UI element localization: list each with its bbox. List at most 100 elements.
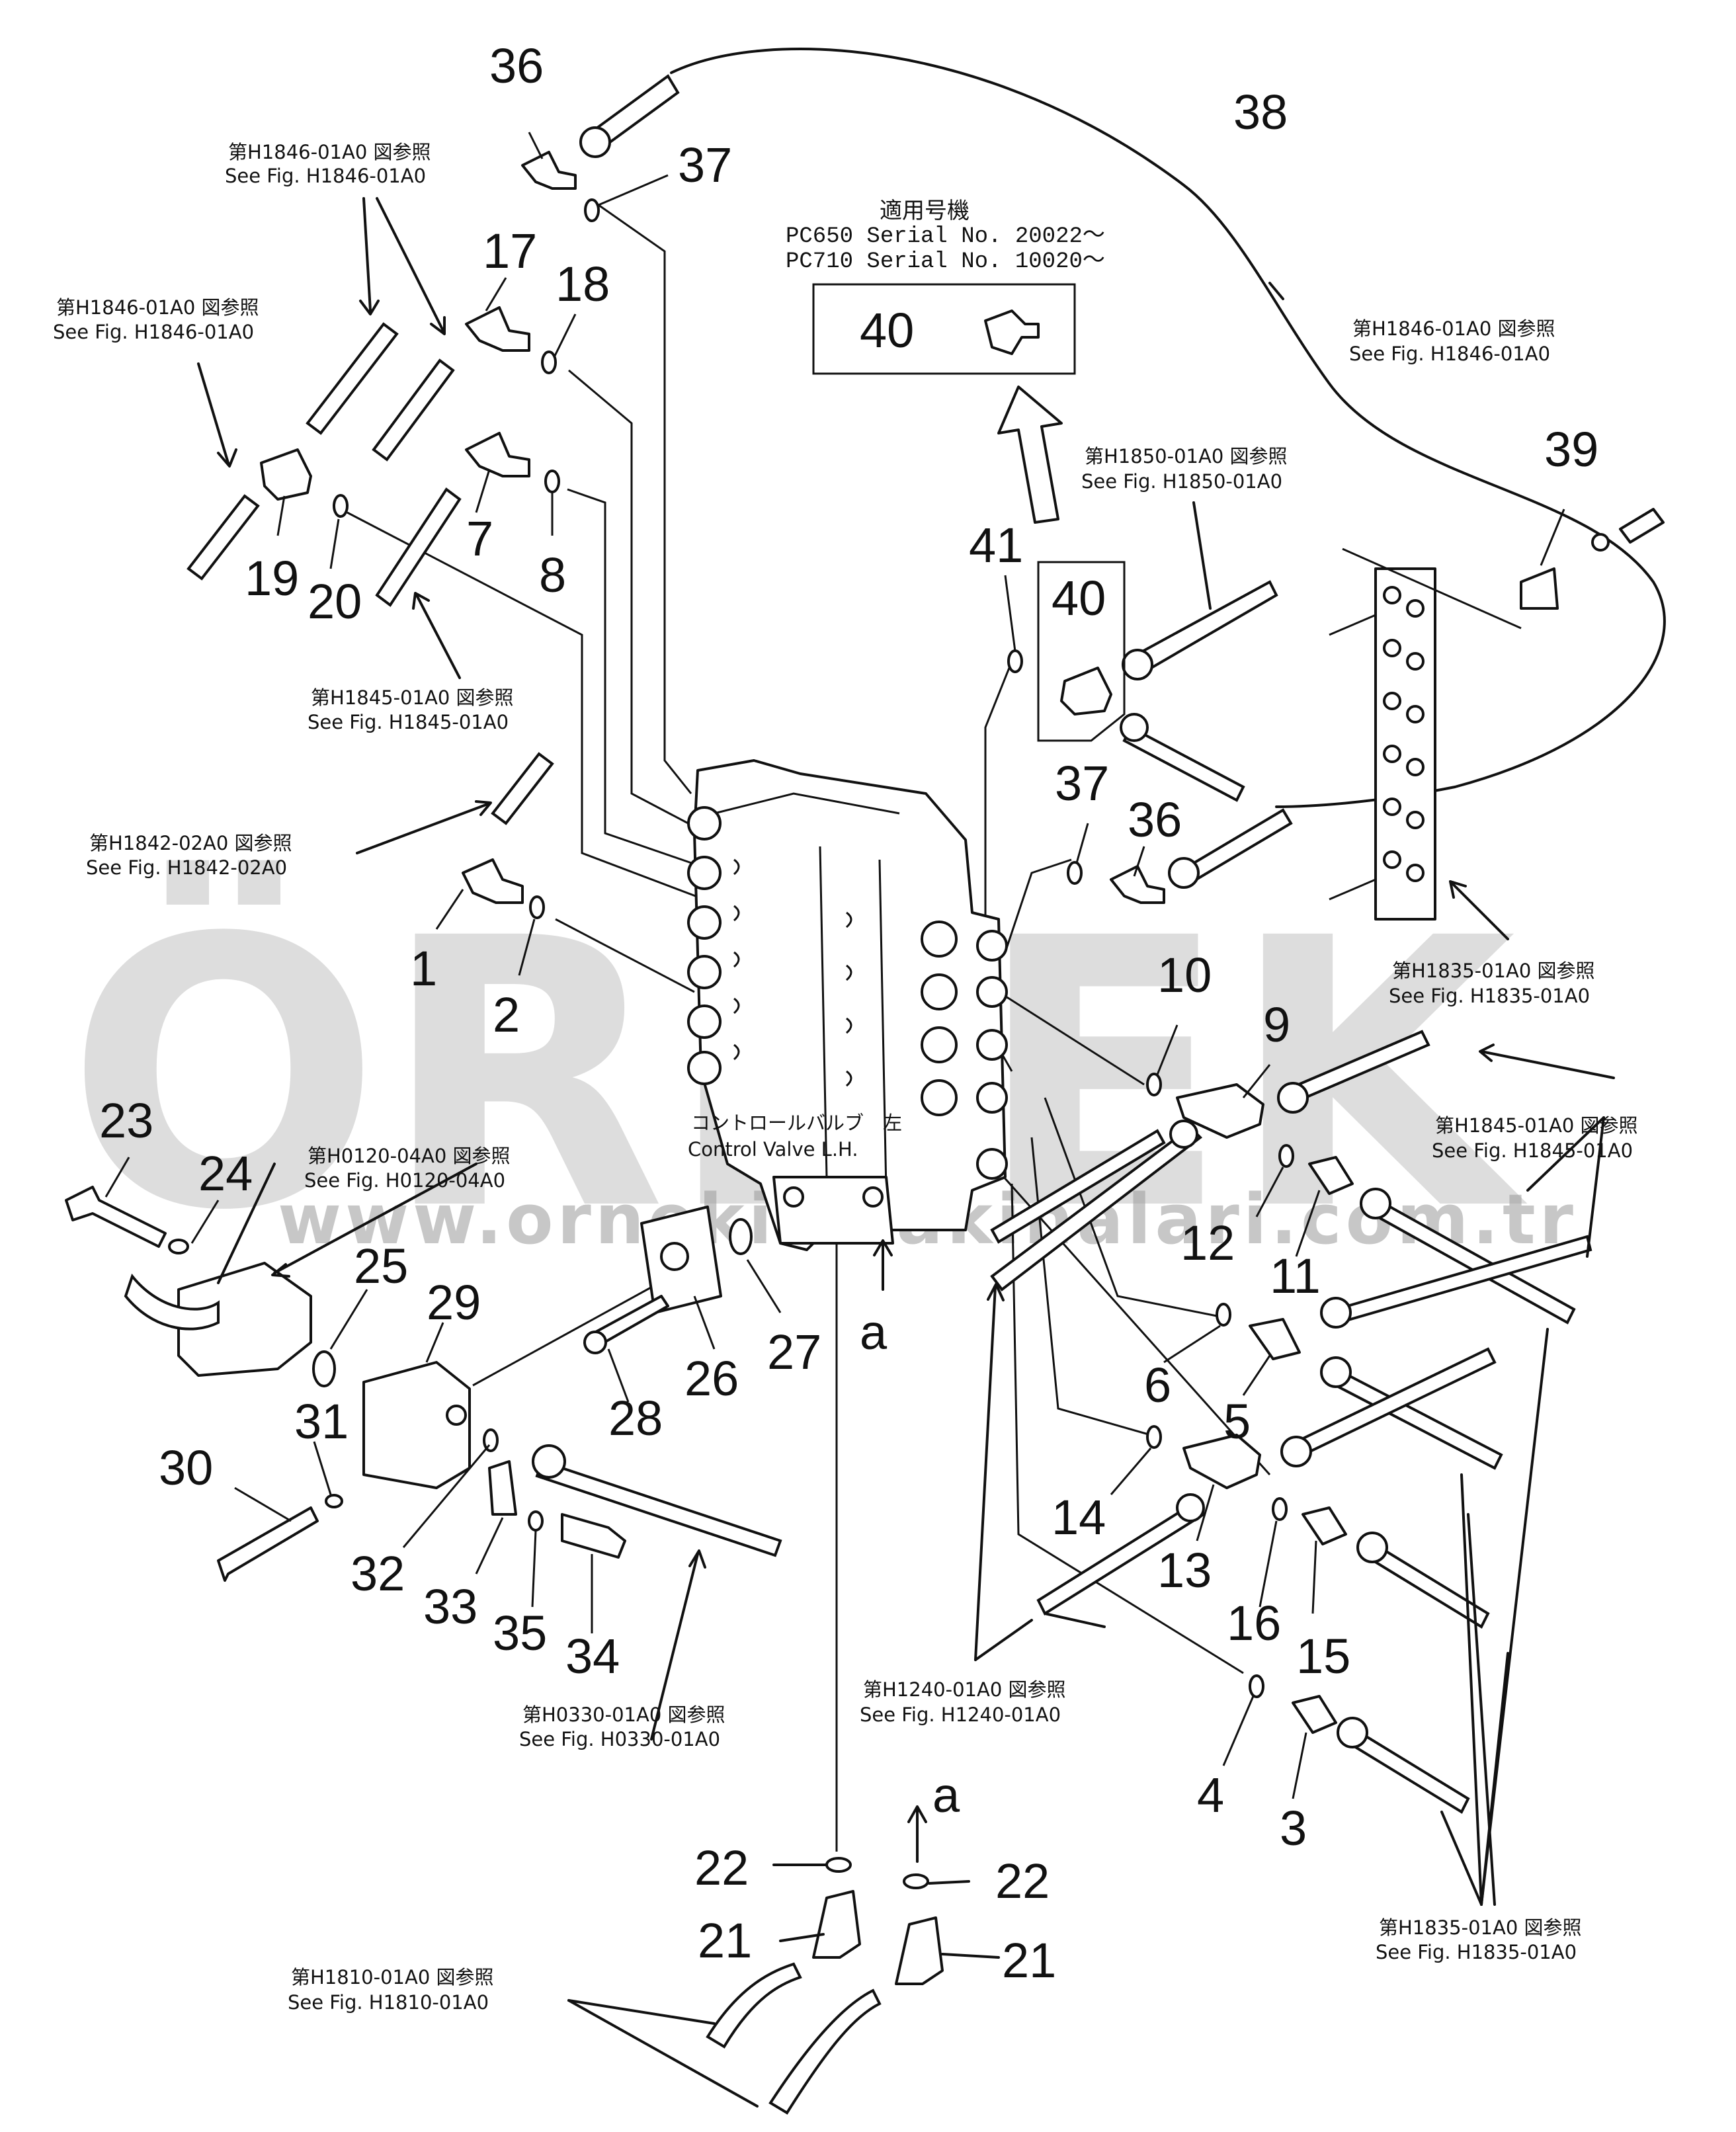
pipe-14-route (1030, 1137, 1151, 1436)
part-31-washer (325, 1494, 343, 1508)
ref-h1845-b-jp: 第H1845-01A0 図参照 (1435, 1114, 1637, 1137)
callout-21-left: 21 (698, 1913, 752, 1968)
pipe-6-route (1044, 1097, 1218, 1317)
callout-6: 6 (1144, 1358, 1171, 1413)
pipe-29-route (472, 1275, 672, 1387)
callout-34: 34 (565, 1629, 620, 1684)
part-15-adapter (1302, 1506, 1347, 1545)
part-12-oring (1278, 1144, 1294, 1168)
callout-2: 2 (493, 987, 520, 1042)
hose-38-line (670, 48, 1666, 808)
part-40-tee-b (984, 309, 1040, 355)
callout-10: 10 (1157, 948, 1212, 1003)
callout-13: 13 (1157, 1543, 1212, 1598)
callout-12: 12 (1180, 1215, 1235, 1270)
callout-11: 11 (1270, 1249, 1321, 1303)
callout-16: 16 (1227, 1596, 1281, 1651)
callout-7: 7 (466, 511, 493, 566)
ref-h1835-b-jp: 第H1835-01A0 図参照 (1379, 1916, 1581, 1939)
pipe-37b-route (1004, 858, 1072, 953)
callout-38: 38 (1233, 85, 1288, 140)
part-41-oring (1007, 649, 1023, 673)
part-2-oring (529, 895, 545, 919)
callout-9: 9 (1263, 997, 1290, 1052)
part-36-elbow (521, 151, 577, 190)
callout-24: 24 (198, 1146, 253, 1201)
callout-18: 18 (556, 257, 610, 311)
part-1-elbow (462, 858, 524, 904)
callout-37-right: 37 (1055, 756, 1109, 811)
callout-8: 8 (539, 548, 566, 602)
control-valve-body (687, 759, 1008, 1251)
callout-14: 14 (1052, 1490, 1106, 1545)
part-11-adapter (1308, 1156, 1354, 1195)
ref-h1846-b-en: See Fig. H1846-01A0 (53, 321, 254, 343)
part-23-bolt (65, 1186, 167, 1248)
callout-29: 29 (427, 1275, 481, 1330)
part-3-adapter (1292, 1695, 1337, 1734)
part-32-oring (483, 1428, 499, 1452)
part-19-tee (260, 448, 312, 501)
ref-h1846-c-jp: 第H1846-01A0 図参照 (1352, 317, 1555, 340)
ref-h1240-jp: 第H1240-01A0 図参照 (863, 1678, 1065, 1701)
control-valve-label-jp: コントロールバルブ 左 (691, 1112, 902, 1134)
part-22-oring-left (825, 1857, 852, 1873)
callout-37-top: 37 (678, 138, 732, 192)
ref-h1845-b-en: See Fig. H1845-01A0 (1432, 1139, 1633, 1162)
pipe-8-route (567, 488, 702, 868)
part-7-elbow (465, 432, 530, 477)
ref-h0120-en: See Fig. H0120-04A0 (304, 1169, 505, 1192)
leader-arrows (104, 132, 1615, 2108)
ref-h1850-jp: 第H1850-01A0 図参照 (1085, 445, 1287, 468)
callout-28: 28 (608, 1391, 663, 1446)
callout-4: 4 (1197, 1768, 1224, 1823)
callout-36-top: 36 (489, 38, 544, 93)
callout-32: 32 (351, 1546, 405, 1601)
pipe-20-route (347, 511, 705, 901)
figure-references: 第H1846-01A0 図参照 See Fig. H1846-01A0 第H18… (53, 141, 1637, 2014)
ref-h1240-en: See Fig. H1240-01A0 (860, 1703, 1061, 1726)
part-17-elbow (465, 306, 530, 352)
callout-35: 35 (493, 1606, 547, 1660)
pipe-10-route (998, 991, 1145, 1086)
part-13-tee (1182, 1434, 1261, 1489)
part-4-oring (1249, 1674, 1264, 1698)
applicability-box (812, 283, 1076, 375)
callout-5: 5 (1223, 1394, 1251, 1449)
ref-h1850-en: See Fig. H1850-01A0 (1081, 470, 1282, 493)
ref-h1842-en: See Fig. H1842-02A0 (86, 856, 287, 879)
callout-41: 41 (969, 518, 1023, 573)
part-24-washer (168, 1239, 189, 1254)
part-18-oring (541, 350, 557, 374)
callout-17: 17 (483, 224, 537, 278)
part-22-oring-right (903, 1873, 929, 1889)
applicability-line-2: PC710 Serial No. 10020～ (786, 249, 1105, 274)
ref-h1846-b-jp: 第H1846-01A0 図参照 (56, 296, 259, 319)
view-marker-a-top: a (860, 1305, 888, 1360)
callout-23: 23 (99, 1093, 153, 1148)
applicability-line-1: PC650 Serial No. 20022～ (786, 224, 1105, 249)
callout-19: 19 (245, 551, 299, 606)
part-25-oring (312, 1350, 336, 1387)
part-37-oring (584, 198, 600, 222)
callout-25: 25 (354, 1239, 408, 1293)
part-6-oring (1216, 1303, 1231, 1327)
pipe-18-route (568, 369, 695, 828)
part-33-clamp (488, 1460, 517, 1516)
part-40-tee-a (1060, 667, 1112, 716)
fittings (65, 74, 1665, 2115)
ref-h1810-jp: 第H1810-01A0 図参照 (291, 1966, 493, 1988)
part-21-elbow-right (895, 1916, 944, 1985)
callout-31: 31 (294, 1394, 349, 1449)
ref-h1845-a-en: See Fig. H1845-01A0 (308, 711, 509, 733)
view-marker-a-bottom: a (932, 1768, 960, 1823)
part-27-oring (729, 1218, 753, 1255)
callout-21-right: 21 (1002, 1933, 1056, 1988)
callout-36-right: 36 (1128, 792, 1182, 847)
ref-h1846-a-jp: 第H1846-01A0 図参照 (228, 141, 431, 163)
ref-h1846-c-en: See Fig. H1846-01A0 (1349, 343, 1550, 365)
pipe-2-route (555, 918, 695, 993)
part-30-bolt (217, 1506, 319, 1582)
callout-33: 33 (423, 1579, 477, 1634)
